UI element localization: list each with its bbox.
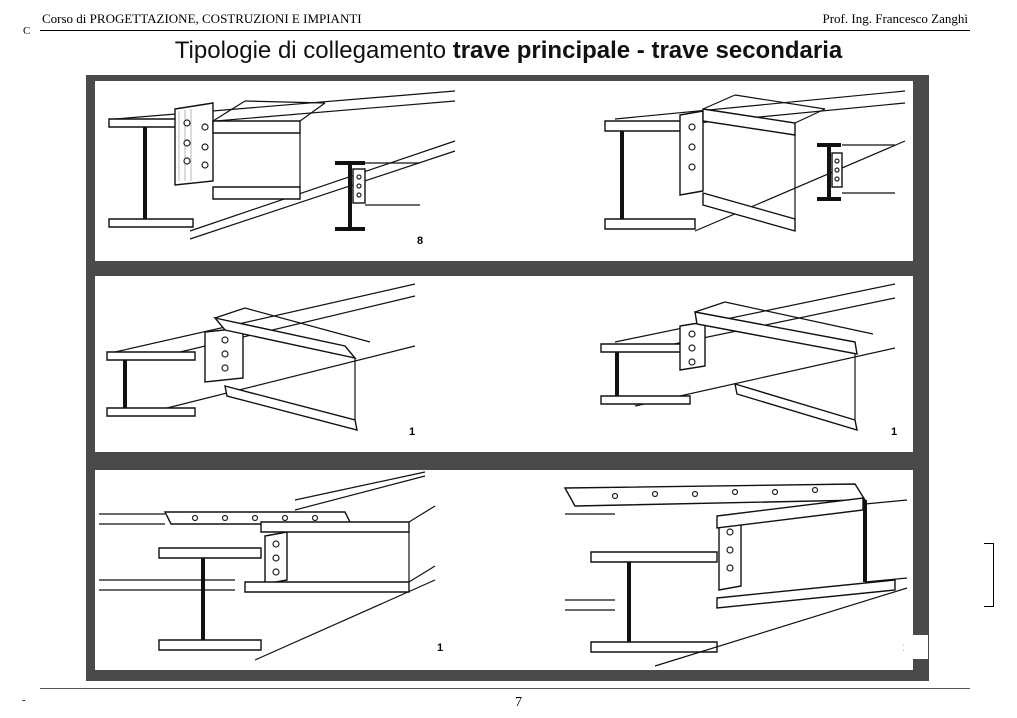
connection-drawing-continuous-splice [99,471,436,661]
connection-drawing-bolted-angles [108,90,456,240]
beam-connections-figure: 8 [86,75,929,681]
panel-2-tab [904,415,912,439]
panel-2-drawing [106,283,896,432]
section-detail-bolted [335,161,420,231]
title-bold: trave principale - trave secondaria [452,37,843,64]
figure-number-label: 8 [417,235,424,247]
figure-number-label: 1 [437,642,444,654]
course-title: Corso di PROGETTAZIONE, COSTRUZIONI E IM… [42,11,362,26]
author-name: Prof. Ing. Francesco Zanghì [822,11,969,26]
footer-rule [40,688,970,689]
section-detail-welded [817,143,895,201]
page-header: Corso di PROGETTAZIONE, COSTRUZIONI E IM… [40,8,970,31]
connection-drawing-coped [600,283,896,432]
figure-number-label: 1 [891,426,898,438]
figure-panel-1: 8 [95,81,913,261]
connection-drawing-cover-plate [563,483,908,667]
page-number: 7 [515,695,522,710]
figure-number-label: 1 [409,426,416,438]
figure-panel-2: 1 1 [95,276,913,452]
margin-mark: C [23,25,31,37]
connection-drawing-welded [604,90,906,232]
connection-drawing-web-cleat [106,283,416,431]
page-title: Tipologie di collegamento trave principa… [0,37,1017,65]
panel-3-tab [904,635,928,659]
panel-1-tab [904,219,912,243]
footer-dash: - [22,694,26,706]
panel-1-drawing [108,90,906,240]
figure-panel-3: 1 1: [95,470,913,670]
margin-bracket [984,543,994,607]
title-normal: Tipologie di collegamento [174,37,453,64]
panel-3-drawing [99,471,908,667]
